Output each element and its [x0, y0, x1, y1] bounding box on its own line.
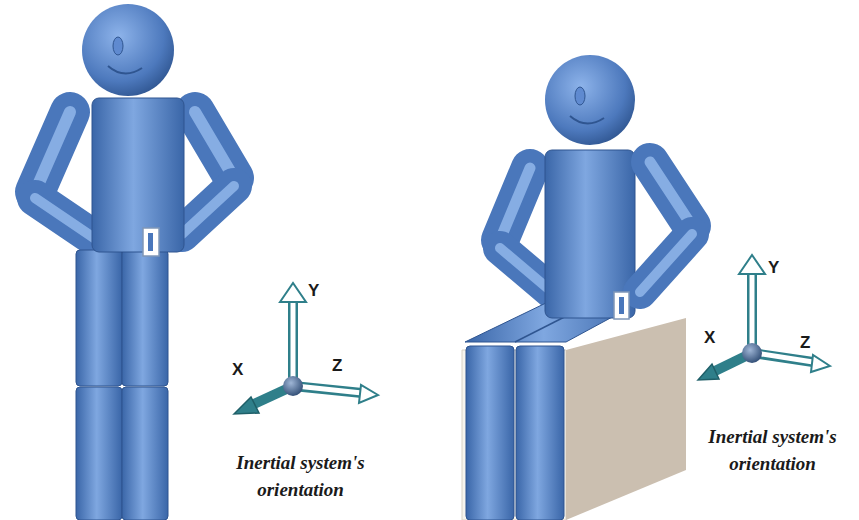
axis-system: [698, 255, 830, 380]
seated-figure: [462, 55, 692, 520]
axis-label: Y: [308, 281, 319, 301]
axis-system: [234, 283, 378, 414]
axis-label: Z: [800, 333, 810, 353]
axis-caption: Inertial system's orientation: [690, 423, 855, 477]
axis-label: X: [704, 328, 715, 348]
axis-caption: Inertial system's orientation: [218, 449, 383, 503]
axis-label: Z: [332, 356, 342, 376]
axis-label: Y: [768, 258, 779, 278]
standing-figure: [35, 4, 234, 520]
axis-label: X: [232, 360, 243, 380]
